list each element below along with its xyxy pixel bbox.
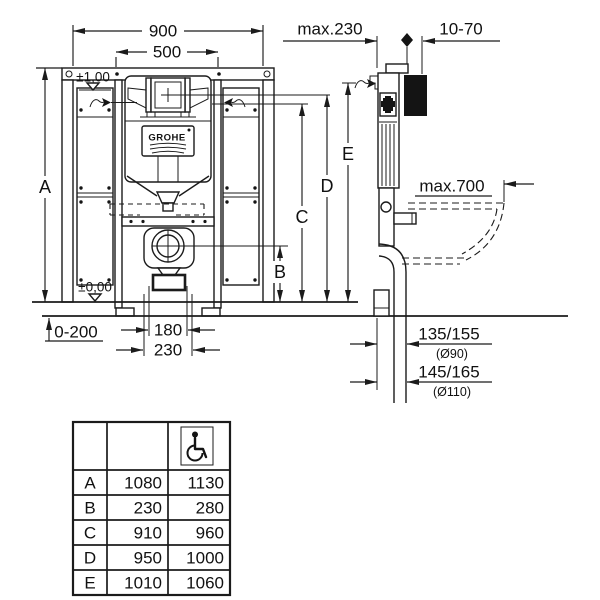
- row-a-label: A: [84, 474, 96, 493]
- outlet-spacing-dimensions: 180 230: [116, 286, 220, 360]
- outlet-height-dimensions: 135/155 (Ø90) 145/165 (Ø110): [350, 318, 492, 399]
- dim-500-label: 500: [153, 43, 181, 62]
- table-row: A 1080 1130: [84, 474, 224, 493]
- row-c-label: C: [84, 524, 96, 543]
- front-view: GROHE: [32, 22, 568, 360]
- row-a-accessible: 1130: [187, 474, 224, 493]
- anchor-bolt-icon: [401, 33, 413, 47]
- bowl-depth-dimension: max.700: [415, 177, 534, 202]
- dim-230-label: 230: [154, 341, 182, 360]
- row-b-standard: 230: [134, 499, 162, 518]
- dim-145-165-label: 145/165: [418, 363, 479, 382]
- wall-bracket: [404, 75, 427, 116]
- dim-dia110-label: (Ø110): [433, 385, 471, 399]
- dim-e-label: E: [342, 144, 354, 164]
- dim-max700-label: max.700: [419, 177, 484, 196]
- level-mark-1m: ±1,00: [76, 70, 111, 92]
- dim-d-label: D: [321, 176, 334, 196]
- floor-adjust-dimension: 0-200: [45, 318, 103, 342]
- dim-10-70-label: 10-70: [439, 20, 482, 39]
- dim-b-label: B: [274, 262, 286, 282]
- front-dimensions: 900 500 A B C D E: [35, 22, 357, 302]
- cistern: GROHE: [124, 75, 212, 212]
- dim-max230-label: max.230: [297, 20, 362, 39]
- row-c-accessible: 960: [196, 524, 224, 543]
- level-mark-floor: ±0,00: [78, 280, 112, 303]
- level-floor-label: ±0,00: [78, 280, 112, 295]
- side-frame: [369, 63, 427, 403]
- side-top-dimensions: max.230 10-70: [283, 20, 500, 74]
- row-d-standard: 950: [134, 549, 162, 568]
- row-b-accessible: 280: [196, 499, 224, 518]
- row-d-label: D: [84, 549, 96, 568]
- table-row: E 1010 1060: [84, 574, 224, 593]
- row-b-label: B: [84, 499, 95, 518]
- row-d-accessible: 1000: [186, 549, 224, 568]
- flush-bend-assembly: [109, 203, 215, 292]
- dimension-table: A 1080 1130 B 230 280 C 910 960 D 950 10…: [71, 420, 232, 597]
- row-e-standard: 1010: [124, 574, 162, 593]
- side-view: max.230 10-70: [283, 20, 534, 403]
- row-c-standard: 910: [134, 524, 162, 543]
- wheelchair-icon: [180, 426, 214, 466]
- dim-0-200-label: 0-200: [54, 323, 97, 342]
- dim-dia90-label: (Ø90): [436, 347, 468, 361]
- wc-bowl-outline: [402, 202, 505, 265]
- brand-logo: GROHE: [141, 125, 195, 157]
- panel-bolts: [79, 108, 257, 282]
- mounting-frame: [61, 67, 275, 317]
- row-e-label: E: [84, 574, 95, 593]
- row-e-accessible: 1060: [186, 574, 224, 593]
- table-row: B 230 280: [84, 499, 224, 518]
- dim-900-label: 900: [149, 22, 177, 41]
- table-row: D 950 1000: [84, 549, 224, 568]
- dim-135-155-label: 135/155: [418, 325, 479, 344]
- row-a-standard: 1080: [124, 474, 162, 493]
- dim-a-label: A: [39, 177, 51, 197]
- brand-logo-text: GROHE: [148, 133, 185, 144]
- level-1m-label: ±1,00: [76, 70, 110, 85]
- dim-c-label: C: [296, 207, 309, 227]
- table-row: C 910 960: [84, 524, 224, 543]
- actuation-arrow-left-icon: [89, 97, 137, 108]
- dim-180-label: 180: [154, 321, 182, 340]
